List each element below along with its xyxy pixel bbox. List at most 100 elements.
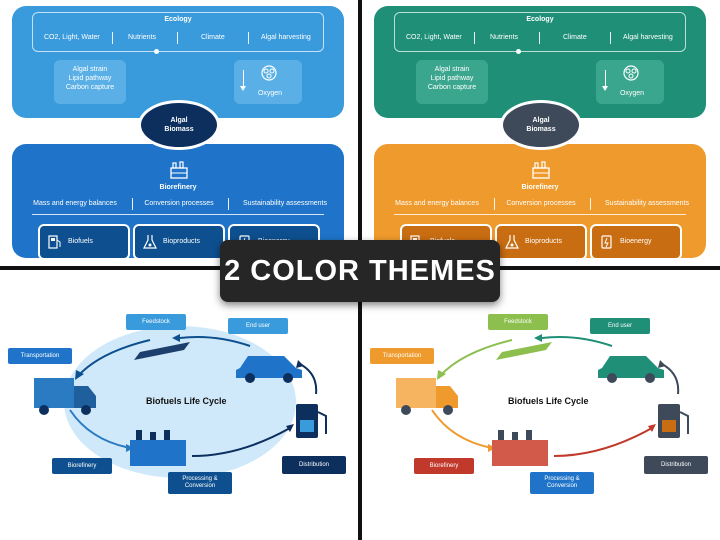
cycle-arrow — [439, 339, 513, 377]
bioproducts-label: Bioproducts — [163, 238, 200, 245]
ecology-items-box — [394, 12, 686, 52]
ecology-panel: Ecology CO2, Light, Water Nutrients Clim… — [12, 6, 344, 118]
algal-biomass-ellipse: Algal Biomass — [500, 100, 582, 150]
refinery-icon — [170, 161, 188, 179]
fuel-pump-icon — [48, 235, 61, 249]
strain-line: Carbon capture — [427, 84, 477, 91]
biorefinery-tag: Biorefinery — [52, 458, 112, 474]
strain-line: Lipid pathway — [68, 75, 112, 82]
divider — [177, 32, 178, 44]
factory-icon — [492, 440, 548, 466]
bioproducts-label: Bioproducts — [525, 238, 562, 245]
battery-icon — [601, 235, 612, 249]
flask-icon — [143, 235, 157, 249]
divider — [610, 32, 611, 44]
feedstock-tag: Feedstock — [126, 314, 186, 330]
lifecycle-title: Biofuels Life Cycle — [146, 396, 227, 406]
molecule-icon — [623, 65, 639, 81]
solar-panel-icon — [134, 342, 190, 360]
car-icon — [236, 356, 302, 378]
cycle-arrow — [431, 409, 493, 449]
arrow-head-icon — [648, 424, 656, 432]
car-icon — [598, 356, 664, 378]
divider — [494, 198, 495, 210]
color-themes-banner: 2 COLOR THEMES — [220, 240, 500, 302]
ecology-item: Nutrients — [128, 34, 157, 41]
cycle-arrow — [299, 363, 318, 395]
biorefinery-item: Conversion processes — [506, 200, 576, 207]
arrow-head-icon — [658, 360, 666, 368]
bioproducts-card: Bioproducts — [133, 224, 225, 260]
divider — [394, 214, 686, 215]
flask-icon — [505, 235, 519, 249]
cycle-arrow — [553, 427, 653, 457]
biorefinery-item: Conversion processes — [144, 200, 214, 207]
divider — [474, 32, 475, 44]
connector-dot — [154, 49, 159, 54]
cycle-arrow — [541, 336, 613, 347]
connector-dot — [516, 49, 521, 54]
biorefinery-item: Mass and energy balances — [33, 200, 117, 207]
divider — [590, 198, 591, 210]
distribution-tag: Distribution — [282, 456, 346, 474]
divider — [539, 32, 540, 44]
strain-box — [54, 60, 126, 104]
arrow-down-icon — [243, 70, 244, 88]
lifecycle-diagram — [396, 334, 689, 466]
ecology-items-box — [32, 12, 324, 52]
molecule-icon — [261, 65, 277, 81]
arrow-head-icon — [172, 334, 180, 342]
transportation-tag: Transportation — [8, 348, 72, 364]
ecology-item: Nutrients — [490, 34, 519, 41]
ecology-panel: Ecology CO2, Light, Water Nutrients Clim… — [374, 6, 706, 118]
arrow-down-icon — [240, 86, 246, 91]
processing-line: Conversion — [184, 483, 216, 489]
processing-line: Processing & — [544, 476, 580, 483]
biorefinery-tag: Biorefinery — [414, 458, 474, 474]
truck-icon — [396, 378, 436, 408]
cycle-arrow — [179, 336, 251, 347]
arrow-down-icon — [602, 86, 608, 91]
strain-box — [416, 60, 488, 104]
ecology-item: CO2, Light, Water — [406, 34, 462, 41]
cycle-arrow — [69, 409, 131, 449]
arrow-head-icon — [296, 360, 304, 368]
arrow-head-icon — [286, 424, 294, 432]
biomass-line: Algal — [532, 117, 550, 124]
biofuels-label: Biofuels — [68, 238, 93, 245]
strain-line: Algal strain — [72, 66, 108, 73]
divider — [112, 32, 113, 44]
oxygen-box — [596, 60, 664, 104]
biorefinery-title: Biorefinery — [159, 184, 197, 191]
arrow-head-icon — [437, 370, 446, 380]
end-user-tag: End user — [590, 318, 650, 334]
biorefinery-item: Sustainability assessments — [604, 200, 690, 207]
crop-field-icon — [496, 342, 552, 360]
divider — [248, 32, 249, 44]
transportation-tag: Transportation — [370, 348, 434, 364]
refinery-icon — [532, 161, 550, 179]
arrow-head-icon — [75, 370, 84, 380]
biomass-line: Biomass — [164, 126, 194, 133]
biomass-line: Biomass — [526, 126, 556, 133]
strain-line: Lipid pathway — [430, 75, 474, 82]
divider — [132, 198, 133, 210]
arrow-down-icon — [605, 70, 606, 88]
biorefinery-item: Sustainability assessments — [242, 200, 328, 207]
bioenergy-label: Bioenergy — [620, 238, 652, 245]
factory-icon — [130, 440, 186, 466]
processing-line: Conversion — [546, 483, 578, 489]
ecology-item: Algal harvesting — [261, 34, 311, 41]
bioproducts-card: Bioproducts — [495, 224, 587, 260]
biomass-line: Algal — [170, 117, 188, 124]
lifecycle-diagram — [34, 326, 327, 478]
quadrant-ecology-teal: Ecology CO2, Light, Water Nutrients Clim… — [362, 0, 720, 266]
processing-tag: Processing & Conversion — [530, 472, 594, 494]
ecology-item: CO2, Light, Water — [44, 34, 100, 41]
end-user-tag: End user — [228, 318, 288, 334]
divider — [32, 214, 324, 215]
quadrant-lifecycle-color: Biofuels Life Cycle Feedstock End user T… — [362, 270, 720, 540]
strain-line: Algal strain — [434, 66, 470, 73]
processing-tag: Processing & Conversion — [168, 472, 232, 494]
ecology-item: Algal harvesting — [623, 34, 673, 41]
